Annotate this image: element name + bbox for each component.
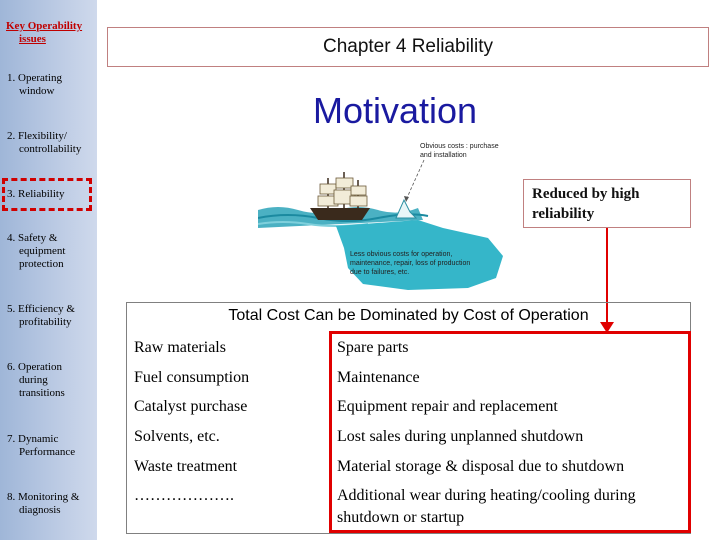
sidebar-item-reliability[interactable]: 3. Reliability xyxy=(7,188,95,201)
table-cell-capital: Solvents, etc. xyxy=(134,428,220,445)
table-cell-operating: Maintenance xyxy=(337,369,420,386)
sidebar-item-flexibility[interactable]: 2. Flexibility/ controllability xyxy=(7,130,95,156)
table-cell-operating: Equipment repair and replacement xyxy=(337,398,558,415)
table-cell-capital: Raw materials xyxy=(134,339,226,356)
reduced-by-reliability-callout: Reduced by high reliability xyxy=(523,179,691,228)
sidebar-item-monitoring[interactable]: 8. Monitoring & diagnosis xyxy=(7,491,95,517)
sidebar-item-dynamic-performance[interactable]: 7. Dynamic Performance xyxy=(7,433,95,459)
sidebar-item-label: controllability xyxy=(19,143,82,155)
sidebar-item-operating-window[interactable]: 1. Operating window xyxy=(7,72,95,98)
table-cell-capital: ………………. xyxy=(134,487,234,504)
sidebar-item-label: profitability xyxy=(19,316,72,328)
note-line: maintenance, repair, loss of production xyxy=(350,260,471,267)
sidebar-item-label: 3. Reliability xyxy=(7,188,65,200)
callout-line: Reduced by high xyxy=(532,186,640,202)
note-line: due to failures, etc. xyxy=(350,269,410,276)
sidebar-title-line2: issues xyxy=(19,33,46,45)
sidebar-item-label: Performance xyxy=(19,446,76,458)
table-cell-operating: Additional wear during heating/cooling d… xyxy=(337,487,636,526)
chapter-title-text: Chapter 4 Reliability xyxy=(322,36,494,57)
sidebar-title[interactable]: Key Operability issues xyxy=(6,20,96,46)
sidebar-item-label: 6. Operation xyxy=(7,361,62,373)
table-cell-operating: Spare parts xyxy=(337,339,409,356)
sidebar-item-label: 1. Operating xyxy=(7,72,62,84)
table-cell-capital: Waste treatment xyxy=(134,458,238,475)
note-line: Less obvious costs for operation, xyxy=(350,251,453,258)
less-obvious-costs-note: Less obvious costs for operation, mainte… xyxy=(350,250,500,277)
chapter-title: Chapter 4 Reliability xyxy=(107,27,709,67)
sidebar-item-label: protection xyxy=(19,258,64,270)
table-cell-operating: Material storage & disposal due to shutd… xyxy=(337,458,625,475)
sidebar-item-label: 8. Monitoring & xyxy=(7,491,80,503)
sidebar-item-label: 2. Flexibility/ xyxy=(7,130,67,142)
table-cell-capital: Fuel consumption xyxy=(134,369,250,386)
sidebar-item-label: transitions xyxy=(19,387,65,399)
obvious-costs-note: Obvious costs : purchase and installatio… xyxy=(420,142,520,160)
sidebar-item-label: during xyxy=(19,374,48,386)
sidebar-item-safety[interactable]: 4. Safety & equipment protection xyxy=(7,232,95,271)
table-title: Total Cost Can be Dominated by Cost of O… xyxy=(228,307,589,324)
sidebar-title-line1: Key Operability xyxy=(6,20,83,32)
callout-line: reliability xyxy=(532,206,595,222)
slide-heading: Motivation xyxy=(312,90,478,131)
sidebar-item-label: equipment xyxy=(19,245,66,257)
sidebar-item-label: window xyxy=(19,85,55,97)
sidebar-item-label: 5. Efficiency & xyxy=(7,303,75,315)
sidebar-item-label: 7. Dynamic xyxy=(7,433,59,445)
table-cell-capital: Catalyst purchase xyxy=(134,398,248,415)
operating-costs-highlight xyxy=(329,331,691,533)
current-topic-highlight xyxy=(2,178,92,211)
note-line: Obvious costs : purchase xyxy=(420,143,499,150)
sidebar-item-efficiency[interactable]: 5. Efficiency & profitability xyxy=(7,303,95,329)
operability-sidebar: Key Operability issues 1. Operating wind… xyxy=(0,0,97,540)
sidebar-item-label: 4. Safety & xyxy=(7,232,58,244)
sidebar-item-transitions[interactable]: 6. Operation during transitions xyxy=(7,361,95,400)
table-cell-operating: Lost sales during unplanned shutdown xyxy=(337,428,584,445)
sidebar-item-label: diagnosis xyxy=(19,504,61,516)
iceberg-illustration xyxy=(258,159,503,290)
note-line: and installation xyxy=(420,152,467,159)
